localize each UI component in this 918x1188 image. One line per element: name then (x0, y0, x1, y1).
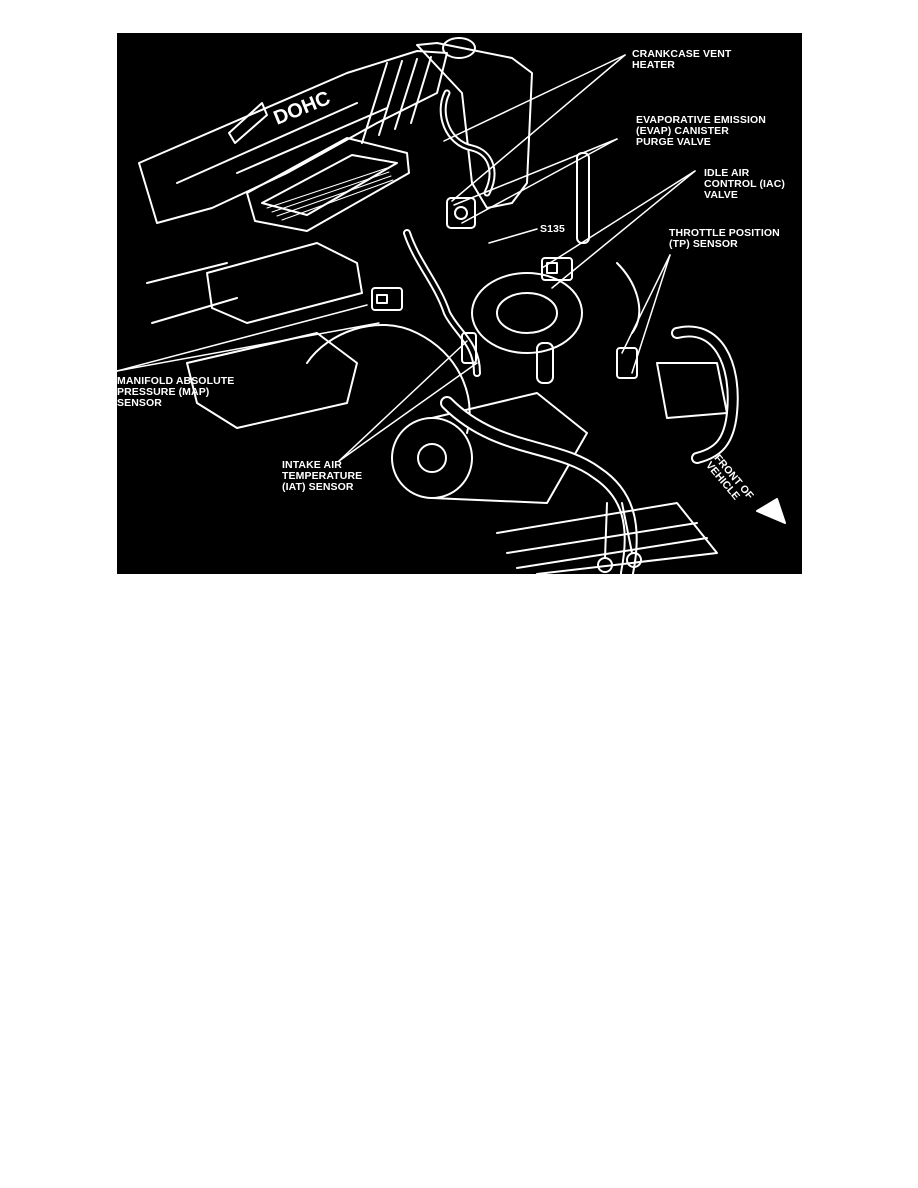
reservoir-cap (442, 37, 476, 59)
ignition-module (246, 137, 410, 232)
callout-tp-sensor: THROTTLE POSITION (TP) SENSOR (669, 228, 780, 250)
label-line: (TP) SENSOR (669, 238, 738, 250)
label-line: CONTROL (IAC) (704, 178, 786, 190)
coolant-reservoir (416, 42, 533, 209)
label-line: S135 (540, 223, 565, 235)
engine-illustration: DOHC (117, 37, 786, 574)
callout-map-sensor: MANIFOLD ABSOLUTE PRESSURE (MAP) SENSOR (117, 376, 234, 409)
valve-cover-outline (138, 50, 448, 224)
engine-badge-text: DOHC (271, 87, 334, 129)
label-line: INTAKE AIR (282, 459, 342, 471)
callout-splice-s135: S135 (540, 224, 565, 235)
ground-terminal (597, 557, 613, 573)
dohc-badge-logo (228, 102, 268, 144)
throttle-body (471, 272, 583, 354)
label-line: VALVE (704, 189, 738, 201)
iat-sensor (461, 332, 477, 364)
callout-evap-purge-valve: EVAPORATIVE EMISSION (EVAP) CANISTER PUR… (636, 115, 766, 148)
callout-iac-valve: IDLE AIR CONTROL (IAC) VALVE (704, 168, 785, 201)
alternator (391, 417, 473, 499)
tp-sensor (616, 347, 638, 379)
map-sensor (371, 287, 403, 311)
engine-diagram: DOHC CRANKCASE VENT HEATER EVAPORATIVE E… (117, 33, 802, 574)
label-line: CRANKCASE VENT (632, 48, 732, 60)
intake-manifold (206, 242, 363, 324)
label-line: MANIFOLD ABSOLUTE (117, 375, 235, 387)
callout-crankcase-vent-heater: CRANKCASE VENT HEATER (632, 49, 731, 71)
label-line: SENSOR (117, 397, 162, 409)
label-line: PURGE VALVE (636, 136, 711, 148)
label-line: THROTTLE POSITION (669, 227, 780, 239)
label-line: PRESSURE (MAP) (117, 386, 210, 398)
label-line: EVAPORATIVE EMISSION (636, 114, 766, 126)
label-line: HEATER (632, 59, 675, 71)
callout-iat-sensor: INTAKE AIR TEMPERATURE (IAT) SENSOR (282, 460, 362, 493)
evap-purge-valve (446, 197, 476, 229)
label-line: TEMPERATURE (282, 470, 363, 482)
label-line: (IAT) SENSOR (282, 481, 354, 493)
label-line: (EVAP) CANISTER (636, 125, 729, 137)
front-arrow-icon (756, 498, 786, 524)
label-line: IDLE AIR (704, 167, 750, 179)
